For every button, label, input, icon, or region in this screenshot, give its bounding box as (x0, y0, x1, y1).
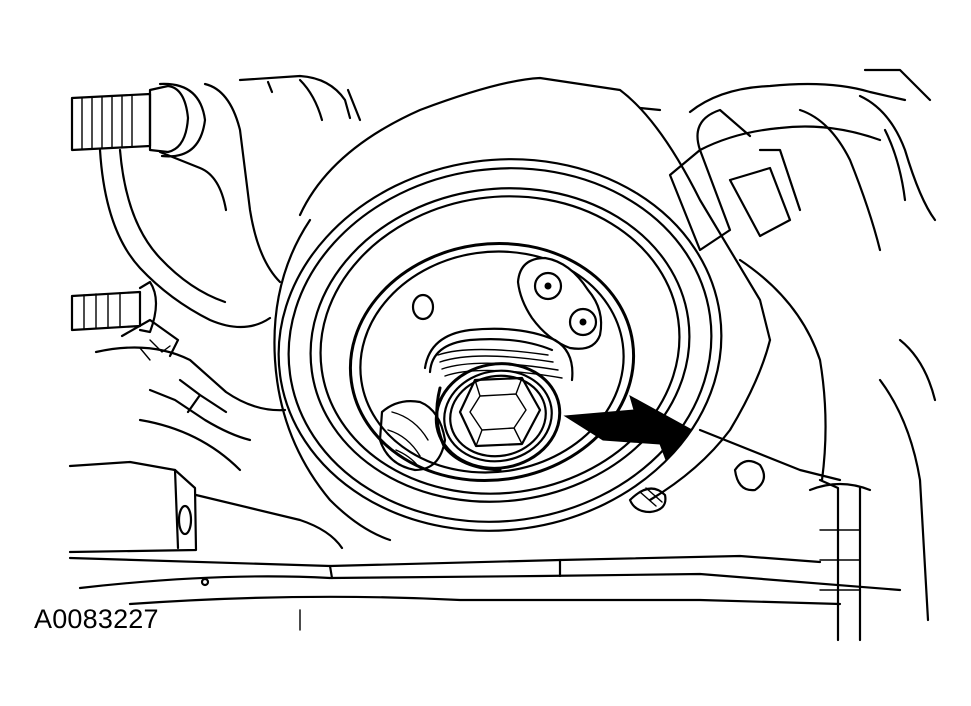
figure-id-label: A0083227 (34, 604, 159, 634)
hex-plug (458, 376, 542, 448)
upper-left-stud-bolt (70, 82, 207, 158)
left-housing-outline (94, 74, 362, 472)
indicator-arrow (563, 394, 693, 461)
oil-filter-adapter-housing (273, 76, 772, 542)
adapter-face (348, 241, 667, 514)
coolant-hose (668, 68, 937, 252)
mounting-flange (277, 158, 723, 532)
right-side-tube (698, 258, 937, 642)
sensor-boss (516, 256, 603, 350)
lower-left-mounting-block (68, 460, 344, 554)
threaded-nipple (423, 327, 574, 472)
oil-pan-rail (68, 554, 902, 631)
